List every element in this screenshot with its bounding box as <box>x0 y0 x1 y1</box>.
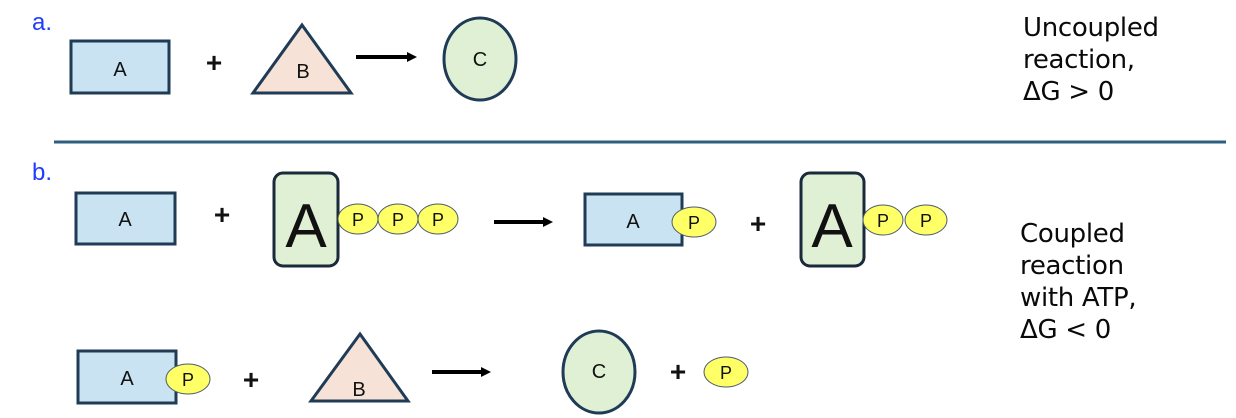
atp-molecule: A P P P <box>272 171 459 268</box>
plus-sign: + <box>243 364 259 395</box>
molecule-a: A <box>74 191 177 246</box>
phosphate-label: P <box>182 370 194 390</box>
coupled-description: Coupled reaction with ATP, ΔG < 0 <box>1020 218 1137 346</box>
panel-a-label: a. <box>32 9 52 36</box>
phosphate: P <box>377 203 419 235</box>
molecule-a-label: A <box>118 209 132 231</box>
molecule-c-label: C <box>592 361 606 383</box>
phosphate: P <box>904 204 948 236</box>
molecule-a: A <box>69 39 171 95</box>
molecule-c-circle: C <box>442 16 518 102</box>
description-line: with ATP, <box>1020 283 1137 313</box>
plus-sign: + <box>214 199 230 230</box>
molecule-a-label: A <box>626 211 640 233</box>
plus-sign: + <box>206 47 222 78</box>
free-phosphate: P <box>703 356 749 388</box>
molecule-b-triangle: B <box>308 331 411 403</box>
adp-molecule: A P P <box>799 171 948 268</box>
description-line: Coupled <box>1020 219 1125 249</box>
uncoupled-description: Uncoupled reaction, ΔG > 0 <box>1023 12 1159 108</box>
phosphate: P <box>862 204 904 236</box>
phosphate-label: P <box>877 211 889 231</box>
phosphorylated-a: A P <box>583 192 717 247</box>
molecule-a-label: A <box>113 59 127 81</box>
panel-b-label: b. <box>32 159 52 186</box>
phosphate-label: P <box>688 213 700 233</box>
description-line: reaction <box>1020 251 1124 281</box>
phosphate: P <box>337 203 379 235</box>
molecule-b-label: B <box>296 61 309 83</box>
molecule-b-triangle: B <box>250 22 354 95</box>
description-line: ΔG < 0 <box>1020 315 1111 345</box>
phosphate-label: P <box>920 211 932 231</box>
description-line: reaction, <box>1023 45 1135 75</box>
plus-sign: + <box>750 208 766 239</box>
phosphorylated-a: A P <box>76 349 211 405</box>
phosphate-label: P <box>392 210 404 230</box>
molecule-a-label: A <box>120 368 134 390</box>
molecule-b-label: B <box>352 379 365 401</box>
phosphate-label: P <box>352 210 364 230</box>
adenosine-label: A <box>811 192 853 261</box>
phosphate-label: P <box>720 363 732 383</box>
phosphate-label: P <box>432 210 444 230</box>
description-line: Uncoupled <box>1023 13 1159 43</box>
molecule-c-circle: C <box>561 329 637 415</box>
plus-sign: + <box>670 356 686 387</box>
phosphate: P <box>417 203 459 235</box>
molecule-c-label: C <box>473 49 487 71</box>
description-line: ΔG > 0 <box>1023 77 1114 107</box>
adenosine-label: A <box>285 192 327 261</box>
